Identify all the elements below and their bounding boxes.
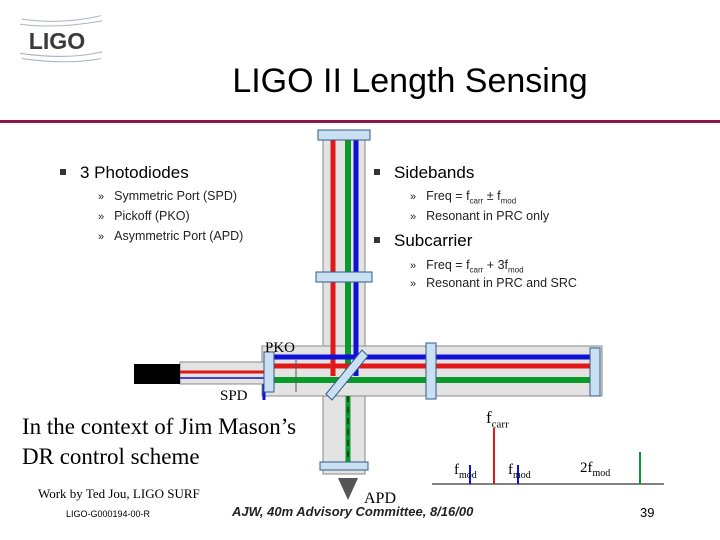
chevron-icon: » (98, 191, 105, 203)
chevron-icon: » (98, 231, 105, 243)
title-divider (0, 120, 720, 123)
logo-text: LIGO (29, 28, 86, 54)
chevron-icon: » (410, 211, 417, 223)
subcarrier-resonant: » Resonant in PRC and SRC (410, 276, 577, 290)
photodiode-item-spd: » Symmetric Port (SPD) (98, 189, 237, 203)
spectrum-subcarrier-label: 2fmod (580, 460, 610, 479)
sidebands-freq: » Freq = fcarr ± fmod (410, 189, 516, 206)
mod-sub: mod (513, 470, 531, 481)
end-mirror-right (589, 347, 601, 397)
bullet-square-icon (374, 236, 380, 243)
mod-sub: mod (459, 470, 477, 481)
sidebands-heading: Sidebands (374, 163, 474, 183)
chevron-icon: » (410, 278, 417, 290)
photodiode-item-apd: » Asymmetric Port (APD) (98, 229, 243, 243)
apd-arrow-icon (338, 478, 358, 500)
two-f-symbol: 2f (580, 460, 593, 476)
mod-sub: mod (592, 468, 611, 479)
photodiodes-heading-text: 3 Photodiodes (80, 163, 189, 182)
footer-text: AJW, 40m Advisory Committee, 8/16/00 (232, 504, 474, 519)
freq-mid: + 3f (483, 258, 508, 272)
subcarrier-heading-text: Subcarrier (394, 231, 473, 250)
frequency-spectrum (432, 428, 664, 485)
freq-mid: ± f (483, 189, 501, 203)
signal-recycling-mirror (319, 461, 369, 471)
vertical-arm-tube (322, 133, 366, 475)
logo-swoosh-4 (21, 58, 101, 63)
ligo-logo: LIGO (20, 15, 103, 63)
freq-sub: carr (469, 196, 484, 206)
logo-swoosh-3 (20, 51, 103, 57)
credit-note: Work by Ted Jou, LIGO SURF (38, 486, 200, 501)
arm-mirror-horizontal (425, 342, 437, 400)
sidebands-resonant: » Resonant in PRC only (410, 209, 549, 223)
spectrum-lower-sideband-label: fmod (454, 462, 477, 481)
arm-mirror-vertical (315, 271, 373, 283)
page-number: 39 (640, 505, 655, 520)
spectrum-upper-sideband-label: fmod (508, 462, 531, 481)
logo-swoosh-2 (20, 20, 103, 27)
pko-label: PKO (265, 340, 296, 356)
context-note: In the context of Jim Mason’s DR control… (22, 414, 297, 469)
photodiode-item-label: Symmetric Port (SPD) (114, 189, 238, 203)
f-symbol: f (508, 462, 513, 478)
freq-sub: carr (469, 265, 484, 275)
bullet-square-icon (374, 168, 380, 175)
photodiodes-heading: 3 Photodiodes (60, 163, 189, 183)
chevron-icon: » (410, 191, 417, 203)
freq-prefix: Freq = f (426, 189, 470, 203)
photodiode-item-label: Asymmetric Port (APD) (114, 229, 244, 243)
carr-sub: carr (491, 418, 509, 431)
freq-sub: mod (508, 265, 524, 275)
photodiode-item-label: Pickoff (PKO) (114, 209, 190, 223)
subcarrier-freq: » Freq = fcarr + 3fmod (410, 258, 524, 275)
slide-title: LIGO II Length Sensing (232, 62, 588, 100)
chevron-icon: » (410, 260, 417, 272)
logo-swoosh-1 (21, 15, 101, 22)
spd-label: SPD (220, 388, 248, 404)
sidebands-heading-text: Sidebands (394, 163, 475, 182)
photodiode-item-pko: » Pickoff (PKO) (98, 209, 190, 223)
f-symbol: f (486, 408, 492, 427)
freq-sub: mod (500, 196, 517, 206)
laser-source (134, 364, 180, 384)
apd-label: APD (364, 490, 397, 507)
beamsplitter (325, 349, 369, 401)
power-recycling-mirror (263, 351, 275, 393)
document-number: LIGO-G000194-00-R (66, 509, 151, 519)
subcarrier-heading: Subcarrier (374, 231, 472, 251)
chevron-icon: » (98, 211, 105, 223)
spectrum-carrier-label: fcarr (486, 408, 509, 430)
end-mirror-top (317, 129, 371, 141)
bullet-square-icon (60, 168, 66, 175)
f-symbol: f (454, 462, 459, 478)
resonant-text: Resonant in PRC only (426, 209, 550, 223)
freq-prefix: Freq = f (426, 258, 470, 272)
resonant-text: Resonant in PRC and SRC (426, 276, 577, 290)
